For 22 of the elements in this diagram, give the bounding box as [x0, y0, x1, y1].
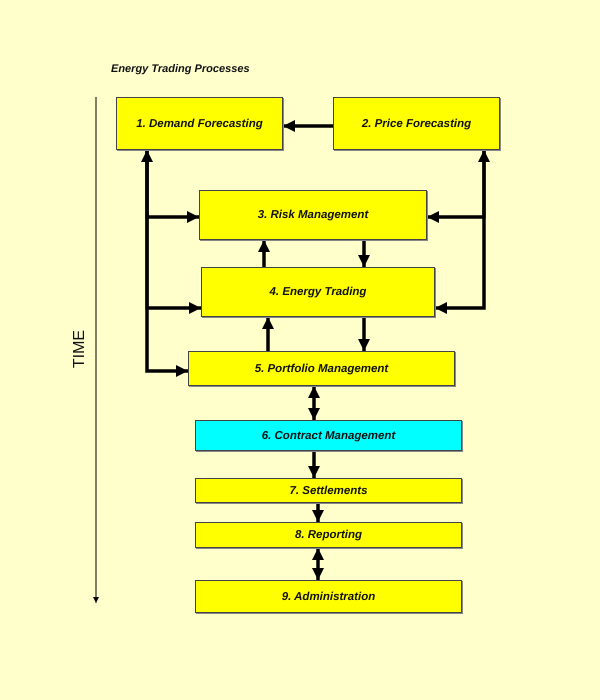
axis-label: TIME — [71, 329, 89, 369]
arrow — [283, 120, 333, 132]
diagram-title: Energy Trading Processes — [111, 63, 250, 75]
arrow — [312, 503, 324, 522]
arrow — [308, 451, 320, 478]
arrow — [258, 240, 270, 267]
process-box: 8. Reporting — [195, 522, 462, 548]
arrow — [358, 317, 370, 351]
process-box: 9. Administration — [195, 580, 462, 613]
process-box: 4. Energy Trading — [201, 267, 435, 317]
arrow — [262, 317, 274, 351]
arrow — [308, 386, 320, 420]
process-box: 1. Demand Forecasting — [116, 97, 283, 150]
arrow — [358, 240, 370, 267]
process-box: 7. Settlements — [195, 478, 462, 503]
arrow — [145, 150, 188, 377]
process-box: 5. Portfolio Management — [188, 351, 455, 386]
arrow — [312, 548, 324, 580]
process-box: 3. Risk Management — [199, 190, 427, 240]
process-box: 6. Contract Management — [195, 420, 462, 451]
arrow — [435, 150, 486, 314]
process-box: 2. Price Forecasting — [333, 97, 500, 150]
